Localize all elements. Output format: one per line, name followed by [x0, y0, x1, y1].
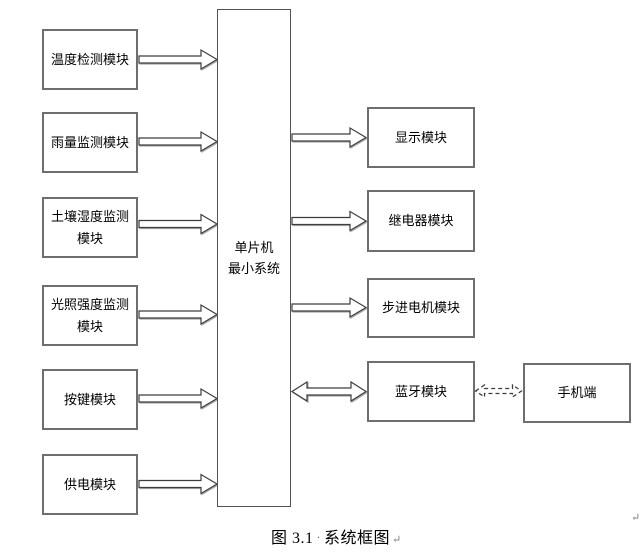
node-label: 步进电机模块: [381, 300, 460, 316]
arrow-mcu-to-relay: [291, 210, 368, 232]
double-arrow-mcu-bluetooth: [290, 380, 368, 403]
caption-space-dot: ·: [316, 530, 322, 544]
node-label: 手机端: [557, 385, 597, 401]
paragraph-mark: ↵: [631, 512, 641, 524]
node-keys-module: 按键模块: [42, 369, 138, 430]
arrow-keys-to-mcu: [138, 387, 219, 410]
node-label: 土壤湿度监测模块: [50, 209, 129, 246]
node-label: 显示模块: [394, 129, 447, 145]
arrow-light-intensity-to-mcu: [138, 303, 219, 326]
node-soil-moisture-module: 土壤湿度监测模块: [42, 197, 138, 258]
node-stepper-motor-module: 步进电机模块: [367, 278, 475, 338]
caption-title: 系统框图: [324, 530, 391, 547]
node-rainfall-module: 雨量监测模块: [42, 112, 138, 173]
node-light-intensity-module: 光照强度监测模块: [42, 285, 138, 346]
node-phone: 手机端: [523, 363, 631, 423]
node-bluetooth-module: 蓝牙模块: [367, 361, 475, 422]
node-label: 继电器模块: [388, 213, 454, 229]
node-label: 温度检测模块: [50, 51, 129, 67]
node-relay-module: 继电器模块: [367, 190, 475, 252]
node-label: 按键模块: [63, 391, 116, 407]
mcu-label-line2: 最小系统: [227, 261, 280, 276]
node-label: 光照强度监测模块: [50, 297, 129, 334]
arrow-temperature-to-mcu: [138, 48, 219, 71]
node-power-module: 供电模块: [42, 454, 138, 515]
arrow-rainfall-to-mcu: [138, 130, 219, 153]
mcu-label-line1: 单片机: [234, 239, 274, 255]
caption-number: 图 3.1: [271, 530, 314, 547]
node-label: 蓝牙模块: [394, 383, 447, 399]
node-label: 供电模块: [63, 476, 116, 492]
arrow-power-to-mcu: [138, 473, 219, 495]
dashed-double-arrow-bluetooth-phone: [474, 383, 523, 399]
caption-paragraph-mark: ↵: [392, 534, 402, 546]
node-display-module: 显示模块: [367, 107, 475, 168]
arrow-mcu-to-stepper-motor: [291, 296, 368, 319]
node-temperature-module: 温度检测模块: [42, 29, 138, 90]
node-mcu-minimal-system: 单片机 最小系统: [217, 9, 291, 507]
node-label: 雨量监测模块: [50, 134, 129, 150]
arrow-mcu-to-display: [291, 126, 368, 149]
figure-caption: 图 3.1·系统框图↵: [271, 524, 402, 548]
arrow-soil-moisture-to-mcu: [138, 213, 219, 235]
